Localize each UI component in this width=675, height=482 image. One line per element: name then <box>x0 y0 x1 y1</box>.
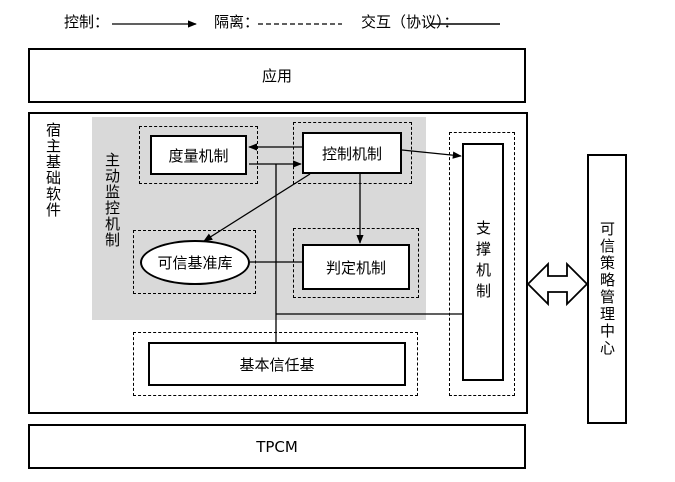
host-software-label: 宿主基础软件 <box>44 122 62 218</box>
basic-trust-base-block: 基本信任基 <box>148 342 406 386</box>
policy-center-block: 可信策略管理中心 <box>587 154 627 424</box>
interaction-double-arrow <box>526 261 589 307</box>
baseline-db-label: 可信基准库 <box>157 254 233 272</box>
decision-block: 判定机制 <box>302 244 410 290</box>
legend-isolation-label: 隔离： <box>214 13 260 31</box>
baseline-db-ellipse: 可信基准库 <box>140 240 250 285</box>
application-label: 应用 <box>261 67 292 85</box>
tpcm-block: TPCM <box>28 424 526 469</box>
control-label: 控制机制 <box>321 144 382 163</box>
support-label: 支撑机制 <box>474 220 492 304</box>
legend-control-label: 控制： <box>64 13 110 31</box>
measurement-block: 度量机制 <box>150 135 247 175</box>
tpcm-label: TPCM <box>256 437 298 456</box>
active-monitor-label: 主动监控机制 <box>103 152 121 248</box>
legend: 控制： 隔离： 交互（协议）： <box>0 0 675 40</box>
decision-isolation-box <box>293 228 419 298</box>
support-isolation-box <box>449 132 515 396</box>
decision-label: 判定机制 <box>325 258 386 277</box>
basic-trust-base-label: 基本信任基 <box>239 355 315 374</box>
legend-interaction-label: 交互（协议）： <box>361 13 459 31</box>
policy-center-label: 可信策略管理中心 <box>598 221 616 357</box>
application-block: 应用 <box>28 48 526 103</box>
measurement-isolation-box <box>139 126 258 184</box>
support-block: 支撑机制 <box>462 143 504 381</box>
measurement-label: 度量机制 <box>168 146 229 165</box>
control-block: 控制机制 <box>302 132 402 174</box>
